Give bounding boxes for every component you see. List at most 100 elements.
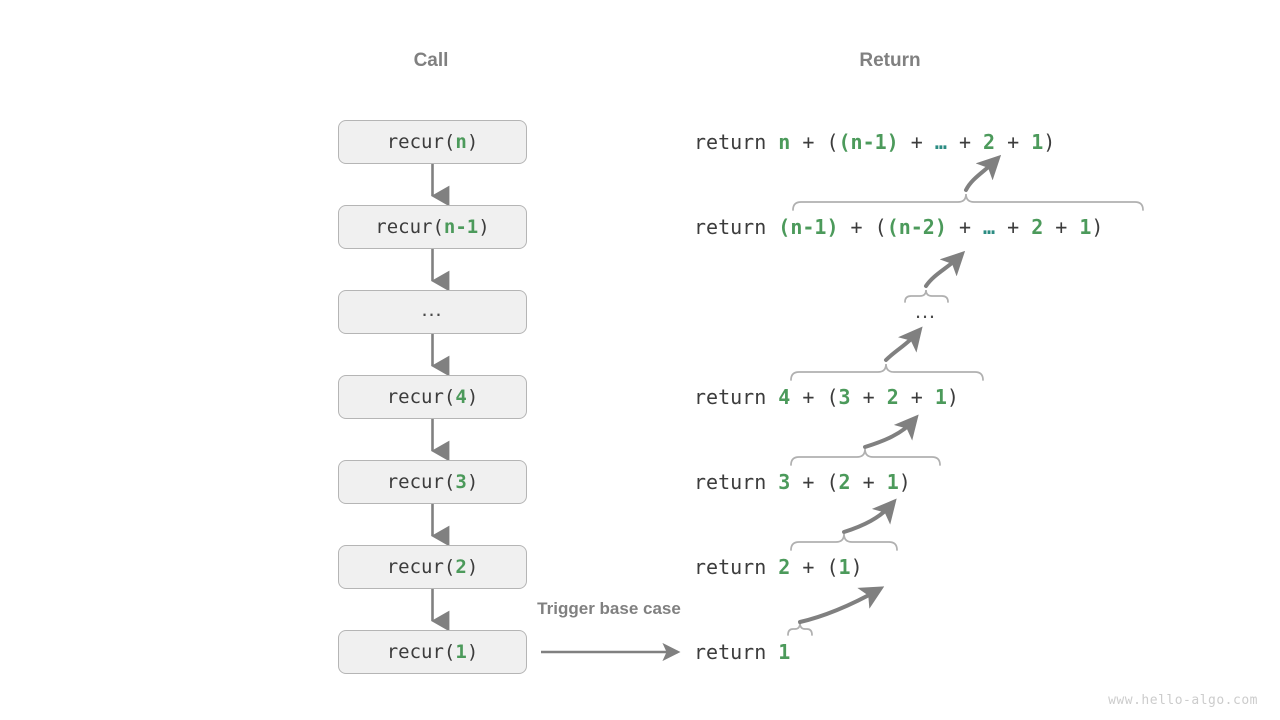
expr-token: … xyxy=(983,215,996,239)
call-box-suffix: ) xyxy=(466,641,479,663)
column-heading-call: Call xyxy=(413,50,449,71)
return-row-1: return n + ((n-1) + … + 2 + 1) xyxy=(694,127,1055,157)
call-box-prefix: recur( xyxy=(386,641,456,663)
brace-row-2 xyxy=(792,193,1144,211)
return-expression: (n-1) + ((n-2) + … + 2 + 1) xyxy=(778,215,1103,239)
expr-token: 1 xyxy=(1031,130,1044,154)
return-expression: n + ((n-1) + … + 2 + 1) xyxy=(778,130,1055,154)
return-row-4: return 3 + (2 + 1) xyxy=(694,467,911,497)
expr-token: (n-2) xyxy=(886,215,947,239)
expr-token: ) xyxy=(898,470,911,494)
call-box-recur-3[interactable]: recur(3) xyxy=(338,460,527,504)
call-box-arg: n xyxy=(455,131,467,153)
brace-row-5 xyxy=(790,533,898,551)
expr-token: + ( xyxy=(790,130,839,154)
expr-token: + ( xyxy=(790,470,839,494)
call-box-arg: 4 xyxy=(455,386,467,408)
brace-row-4 xyxy=(790,448,941,466)
return-arrow-4 xyxy=(863,414,919,449)
return-expression: 1 xyxy=(778,640,790,664)
column-heading-return: Return xyxy=(859,50,921,71)
expr-token: ) xyxy=(1091,215,1104,239)
expr-token: 1 xyxy=(934,385,947,409)
expr-token: ) xyxy=(850,555,863,579)
call-box-suffix: ) xyxy=(466,131,479,153)
return-keyword: return xyxy=(694,640,779,664)
expr-token: 2 xyxy=(778,555,791,579)
call-box-arg: 3 xyxy=(455,471,467,493)
expr-token: + xyxy=(850,385,887,409)
expr-token: 1 xyxy=(778,640,791,664)
call-box-recur-4[interactable]: recur(4) xyxy=(338,375,527,419)
expr-token: 2 xyxy=(983,130,996,154)
expr-token: 2 xyxy=(1031,215,1044,239)
return-row-2: return (n-1) + ((n-2) + … + 2 + 1) xyxy=(694,212,1103,242)
expr-token: + xyxy=(946,215,984,239)
call-box-arg: 1 xyxy=(455,641,467,663)
call-box-prefix: recur( xyxy=(386,131,456,153)
return-row-3: return 4 + (3 + 2 + 1) xyxy=(694,382,959,412)
expr-token: … xyxy=(934,130,947,154)
expr-token: + xyxy=(850,470,887,494)
trigger-base-case-label: Trigger base case xyxy=(537,599,681,618)
expr-token: 1 xyxy=(838,555,851,579)
return-arrow-2 xyxy=(924,250,966,288)
expr-token: + xyxy=(898,385,935,409)
return-arrows xyxy=(798,154,1002,624)
expr-token: ) xyxy=(946,385,959,409)
call-box-recur-1[interactable]: recur(1) xyxy=(338,630,527,674)
return-row-6: return 1 xyxy=(694,637,790,667)
call-box-suffix: ) xyxy=(466,471,479,493)
call-box-recur-n[interactable]: recur(n) xyxy=(338,120,527,164)
return-row-5: return 2 + (1) xyxy=(694,552,863,582)
call-box-arg: n-1 xyxy=(443,216,479,238)
expr-token: 2 xyxy=(838,470,851,494)
expr-token: + xyxy=(1043,215,1080,239)
expr-token: n xyxy=(778,130,791,154)
expr-token: (n-1) xyxy=(838,130,899,154)
return-keyword: return xyxy=(694,470,779,494)
return-expression: 2 + (1) xyxy=(778,555,862,579)
expr-token: + ( xyxy=(838,215,887,239)
expr-token: 1 xyxy=(1079,215,1092,239)
return-middle-ellipsis: … xyxy=(914,298,938,323)
expr-token: + xyxy=(995,130,1032,154)
expr-token: (n-1) xyxy=(778,215,839,239)
call-box-ellipsis-label: … xyxy=(420,296,445,321)
call-box-suffix: ) xyxy=(466,386,479,408)
expr-token: + xyxy=(946,130,984,154)
call-box-recur-n-1[interactable]: recur(n-1) xyxy=(338,205,527,249)
brace-row-6 xyxy=(787,622,813,636)
return-expression: 4 + (3 + 2 + 1) xyxy=(778,385,959,409)
expr-token: 3 xyxy=(778,470,791,494)
call-box-arg: 2 xyxy=(455,556,467,578)
brace-row-3 xyxy=(790,363,984,381)
call-box-prefix: recur( xyxy=(375,216,444,238)
return-keyword: return xyxy=(694,555,779,579)
expr-token: + xyxy=(898,130,935,154)
return-keyword: return xyxy=(694,130,779,154)
watermark: www.hello-algo.com xyxy=(1108,693,1258,708)
return-keyword: return xyxy=(694,385,779,409)
expr-token: 1 xyxy=(886,470,899,494)
expr-token: + ( xyxy=(790,385,839,409)
return-arrow-5 xyxy=(842,498,897,534)
return-expression: 3 + (2 + 1) xyxy=(778,470,910,494)
call-box-prefix: recur( xyxy=(386,386,456,408)
call-box-suffix: ) xyxy=(466,556,479,578)
call-box-prefix: recur( xyxy=(386,471,456,493)
call-box-recur-2[interactable]: recur(2) xyxy=(338,545,527,589)
return-keyword: return xyxy=(694,215,779,239)
expr-token: + ( xyxy=(790,555,839,579)
return-arrow-3 xyxy=(884,326,923,362)
return-arrow-1 xyxy=(964,154,1002,192)
expr-token: 4 xyxy=(778,385,791,409)
return-arrow-6 xyxy=(798,586,885,624)
expr-token: 3 xyxy=(838,385,851,409)
brace-middle-dots xyxy=(904,289,949,303)
expr-token: 2 xyxy=(886,385,899,409)
call-box-ellipsis[interactable]: … xyxy=(338,290,527,334)
call-box-prefix: recur( xyxy=(386,556,456,578)
